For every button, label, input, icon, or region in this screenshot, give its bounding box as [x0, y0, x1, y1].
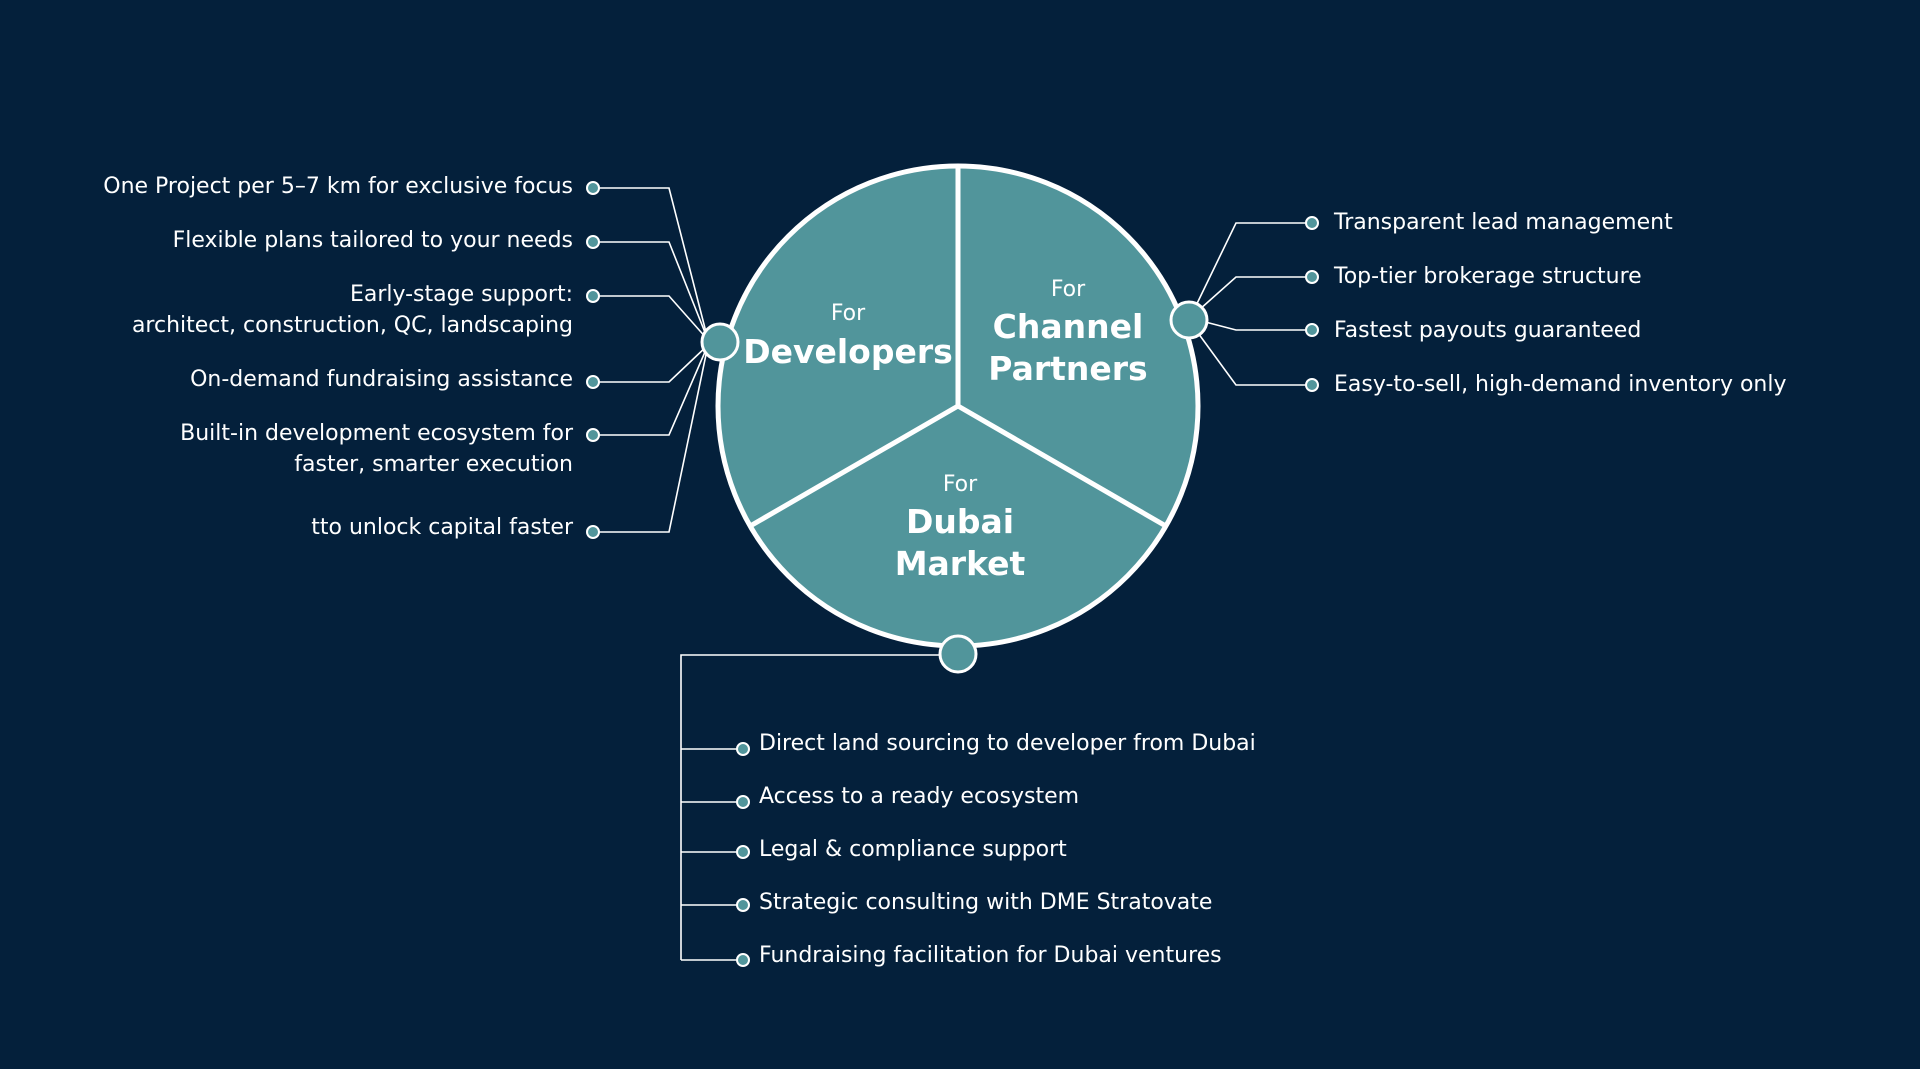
dubai-market-item: Fundraising facilitation for Dubai ventu…: [759, 940, 1222, 971]
item-text: Flexible plans tailored to your needs: [172, 228, 573, 253]
developers-item: Built-in development ecosystem for faste…: [180, 418, 573, 480]
item-text: Transparent lead management: [1334, 210, 1673, 235]
divider-right: [956, 403, 1168, 529]
channel-partners-item: Transparent lead management: [1334, 207, 1673, 238]
item-text: Fastest payouts guaranteed: [1334, 318, 1642, 343]
developers-hub-node: [700, 322, 740, 362]
bullet-dot: [586, 181, 600, 195]
channel-partners-title-line1: Channel: [993, 307, 1144, 346]
channel-partners-item: Fastest payouts guaranteed: [1334, 315, 1641, 346]
item-text: Strategic consulting with DME Stratovate: [759, 890, 1213, 915]
dubai-market-item: Access to a ready ecosystem: [759, 781, 1079, 812]
item-text: Legal & compliance support: [759, 837, 1067, 862]
bullet-dot: [1305, 270, 1319, 284]
developers-item: tto unlock capital faster: [311, 512, 573, 543]
item-text: Built-in development ecosystem for: [180, 421, 573, 446]
item-text: tto unlock capital faster: [311, 515, 573, 540]
bullet-dot: [736, 795, 750, 809]
item-text: Top-tier brokerage structure: [1334, 264, 1642, 289]
developers-item: Early-stage support: architect, construc…: [132, 279, 573, 341]
developers-item: On-demand fundraising assistance: [190, 364, 573, 395]
divider-left: [748, 403, 960, 529]
channel-partners-prefix: For: [1051, 277, 1086, 302]
bullet-dot: [1305, 378, 1319, 392]
channel-partners-bullets: [1305, 216, 1319, 392]
item-text: architect, construction, QC, landscaping: [131, 313, 573, 338]
bullet-dot: [736, 898, 750, 912]
channel-partners-hub-node: [1169, 300, 1209, 340]
bullet-dot: [586, 428, 600, 442]
developers-item: Flexible plans tailored to your needs: [173, 225, 573, 256]
bullet-dot: [736, 742, 750, 756]
dubai-market-connectors: [680, 654, 940, 961]
channel-partners-item: Top-tier brokerage structure: [1334, 261, 1642, 292]
channel-partners-title-line2: Partners: [988, 349, 1147, 388]
bullet-dot: [736, 845, 750, 859]
bullet-dot: [736, 953, 750, 967]
bullet-dot: [1305, 216, 1319, 230]
item-text: Easy-to-sell, high-demand inventory only: [1334, 372, 1787, 397]
segment-labels: For Developers For Channel Partners For …: [743, 277, 1148, 583]
item-text: Access to a ready ecosystem: [759, 784, 1080, 809]
channel-partners-item: Easy-to-sell, high-demand inventory only: [1334, 369, 1787, 400]
bullet-dot: [586, 525, 600, 539]
developers-title: Developers: [743, 332, 953, 371]
developers-item: One Project per 5–7 km for exclusive foc…: [103, 171, 573, 202]
dubai-market-hub-node: [938, 634, 978, 674]
dubai-market-title-line1: Dubai: [906, 502, 1014, 541]
segment-channel-partners: [958, 166, 1198, 526]
item-text: On-demand fundraising assistance: [190, 367, 573, 392]
bullet-dot: [586, 289, 600, 303]
dubai-market-item: Direct land sourcing to developer from D…: [759, 728, 1256, 759]
dubai-market-bullets: [736, 742, 750, 967]
item-text: faster, smarter execution: [294, 452, 573, 477]
developers-bullets: [586, 181, 600, 539]
bullet-dot: [586, 235, 600, 249]
segment-dubai-market: [750, 406, 1166, 646]
item-text: Fundraising facilitation for Dubai ventu…: [759, 943, 1222, 968]
dubai-market-title-line2: Market: [895, 544, 1026, 583]
segment-developers: [718, 166, 958, 526]
item-text: Early-stage support:: [349, 282, 573, 307]
dubai-market-item: Strategic consulting with DME Stratovate: [759, 887, 1212, 918]
bullet-dot: [1305, 323, 1319, 337]
dubai-market-prefix: For: [943, 472, 978, 497]
dubai-market-item: Legal & compliance support: [759, 834, 1067, 865]
item-text: Direct land sourcing to developer from D…: [759, 731, 1256, 756]
pie-chart: [715, 163, 1201, 649]
developers-connectors: [593, 187, 709, 533]
bullet-dot: [586, 375, 600, 389]
developers-prefix: For: [831, 301, 866, 326]
channel-partners-connectors: [1189, 222, 1312, 386]
item-text: One Project per 5–7 km for exclusive foc…: [103, 174, 573, 199]
